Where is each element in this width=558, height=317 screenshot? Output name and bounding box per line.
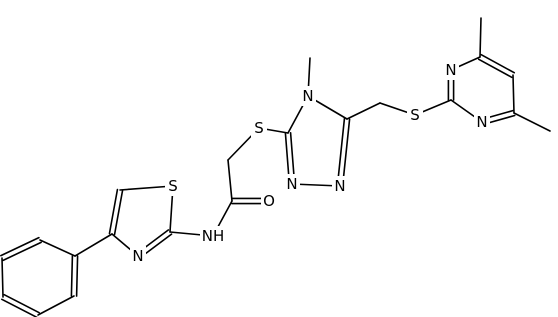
svg-text:N: N bbox=[334, 177, 345, 195]
svg-text:S: S bbox=[168, 177, 178, 195]
double-bond-line bbox=[113, 189, 124, 236]
atom-labels: N S N N S N N O bbox=[130, 60, 490, 266]
svg-text:N: N bbox=[445, 61, 456, 79]
svg-text:N: N bbox=[302, 87, 313, 105]
atom-s-thiazole: S bbox=[165, 176, 181, 196]
atom-n-thiazole: N bbox=[130, 246, 146, 266]
single-bond bbox=[479, 17, 482, 58]
svg-text:N: N bbox=[286, 175, 297, 193]
double-bond-line bbox=[341, 118, 351, 188]
single-bond bbox=[39, 239, 76, 257]
double-bond-line bbox=[477, 58, 513, 79]
double-bond-line bbox=[480, 53, 516, 74]
single-bond bbox=[119, 185, 174, 191]
double-bond-line bbox=[2, 241, 42, 262]
double-bond-line bbox=[3, 293, 40, 314]
single-bond bbox=[512, 74, 515, 114]
svg-text:S: S bbox=[254, 119, 264, 137]
single-bond bbox=[227, 159, 233, 202]
double-bond-line bbox=[1, 298, 38, 317]
svg-text:S: S bbox=[410, 106, 420, 124]
double-bond-line bbox=[75, 255, 79, 297]
atom-s-linker: S bbox=[407, 105, 423, 125]
atom-nh-amide: NH bbox=[200, 226, 226, 246]
atom-n-triazole-a: N bbox=[284, 174, 300, 194]
single-bond bbox=[1, 257, 4, 298]
atom-n-triazole-b: N bbox=[332, 176, 348, 196]
svg-text:N: N bbox=[476, 113, 487, 131]
double-bond-line bbox=[0, 236, 40, 257]
svg-text:NH: NH bbox=[202, 227, 225, 245]
single-bond bbox=[74, 233, 113, 257]
bonds bbox=[0, 17, 551, 317]
double-bond-line bbox=[336, 117, 346, 187]
double-bond-line bbox=[70, 255, 74, 297]
svg-text:O: O bbox=[263, 192, 275, 210]
double-bond-line bbox=[108, 188, 119, 235]
atom-n-methyl: N bbox=[300, 86, 316, 106]
atom-s-thioether: S bbox=[251, 118, 267, 138]
svg-text:N: N bbox=[132, 247, 143, 265]
atom-o-carbonyl: O bbox=[261, 191, 277, 211]
single-bond bbox=[346, 102, 381, 120]
atom-n-pyrimidine-bottom: N bbox=[474, 112, 490, 132]
atom-n-pyrimidine-top: N bbox=[443, 60, 459, 80]
single-bond bbox=[37, 295, 75, 316]
single-bond bbox=[513, 112, 551, 132]
